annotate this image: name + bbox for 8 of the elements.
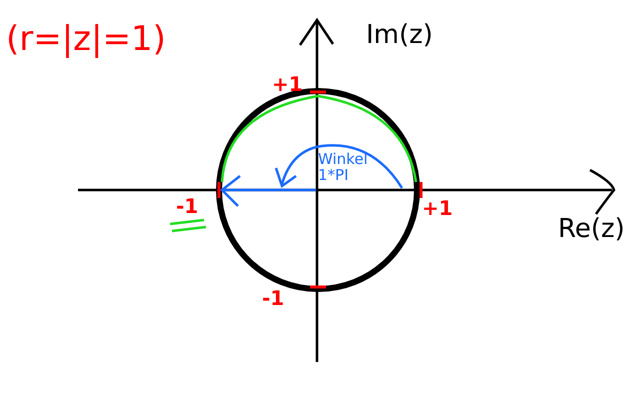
- tick-label: -1: [176, 196, 198, 217]
- tick-label: +1: [272, 74, 303, 95]
- tick-label: +1: [422, 198, 453, 219]
- angle-label: Winkel 1*PI: [318, 152, 369, 184]
- imaginary-axis-label: Im(z): [366, 22, 433, 50]
- radius-formula: (r=|z|=1): [6, 22, 166, 58]
- real-axis-label: Re(z): [558, 216, 625, 244]
- tick-label: -1: [262, 288, 284, 309]
